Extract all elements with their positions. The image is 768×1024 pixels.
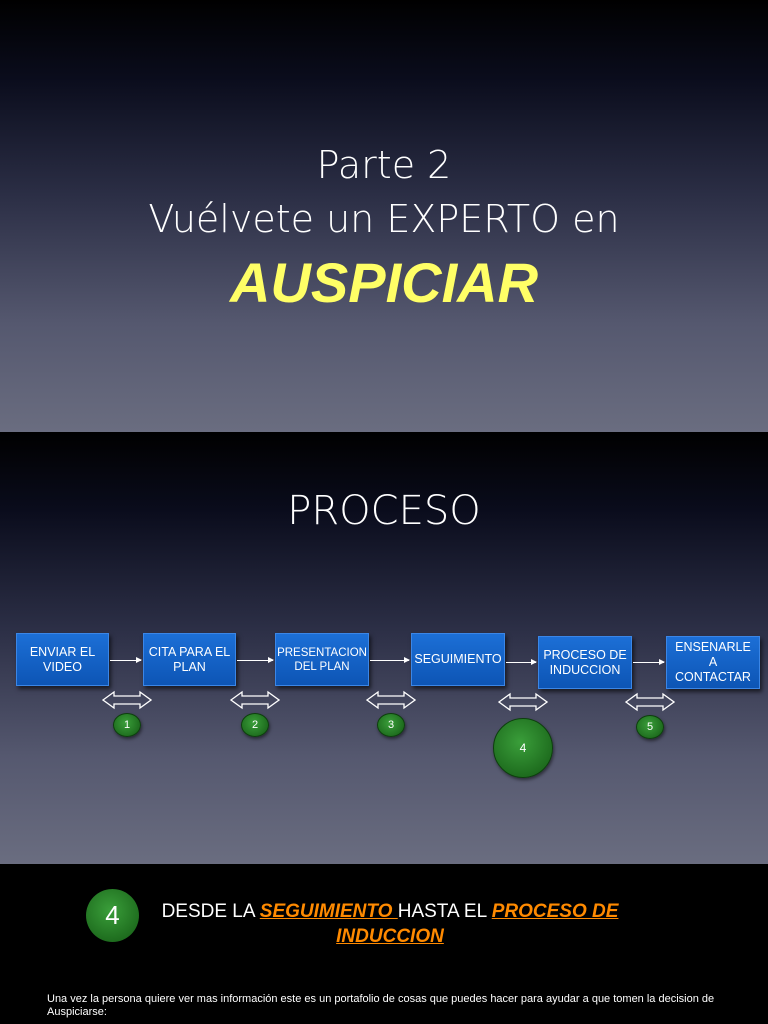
step-box-proceso-induccion: PROCESO DE INDUCCION bbox=[538, 636, 632, 689]
step-box-seguimiento: SEGUIMIENTO bbox=[411, 633, 505, 686]
process-title: PROCESO bbox=[287, 488, 481, 534]
detail-slide bbox=[0, 864, 768, 1024]
arrow-right-icon bbox=[110, 657, 142, 663]
slide-title-line2: Vuélvete un EXPERTO en bbox=[148, 197, 620, 241]
double-arrow-icon bbox=[625, 692, 675, 712]
double-arrow-icon bbox=[102, 690, 152, 710]
step-description: Una vez la persona quiere ver mas inform… bbox=[47, 993, 715, 1018]
step-number-badge: 4 bbox=[86, 889, 139, 942]
heading-text-before: DESDE LA bbox=[161, 901, 260, 922]
arrow-right-icon bbox=[237, 657, 274, 663]
connector-number-3: 3 bbox=[377, 713, 405, 737]
double-arrow-icon bbox=[230, 690, 280, 710]
connector-number-5: 5 bbox=[636, 715, 664, 739]
arrow-right-icon bbox=[370, 657, 410, 663]
connector-number-2: 2 bbox=[241, 713, 269, 737]
step-heading: DESDE LA SEGUIMIENTO HASTA EL PROCESO DE… bbox=[150, 899, 630, 949]
heading-highlight-seguimiento: SEGUIMIENTO bbox=[259, 901, 398, 922]
double-arrow-icon bbox=[498, 692, 548, 712]
heading-text-middle: HASTA EL bbox=[397, 901, 492, 922]
arrow-right-icon bbox=[633, 659, 665, 665]
connector-number-1: 1 bbox=[113, 713, 141, 737]
step-box-presentacion-plan: PRESENTACION DEL PLAN bbox=[275, 633, 369, 686]
slide-title-line1: Parte 2 bbox=[316, 143, 452, 187]
title-slide: Parte 2 Vuélvete un EXPERTO en AUSPICIAR bbox=[0, 0, 768, 432]
connector-number-4: 4 bbox=[493, 718, 553, 778]
step-box-enviar-video: ENVIAR EL VIDEO bbox=[16, 633, 109, 686]
step-box-ensenarle-contactar: ENSENARLE A CONTACTAR bbox=[666, 636, 760, 689]
slide-title-highlight: AUSPICIAR bbox=[229, 251, 539, 314]
double-arrow-icon bbox=[366, 690, 416, 710]
heading-highlight-proceso: PROCESO DE INDUCCION bbox=[336, 901, 619, 947]
arrow-right-icon bbox=[506, 659, 537, 665]
process-slide bbox=[0, 432, 768, 864]
step-box-cita-plan: CITA PARA EL PLAN bbox=[143, 633, 236, 686]
